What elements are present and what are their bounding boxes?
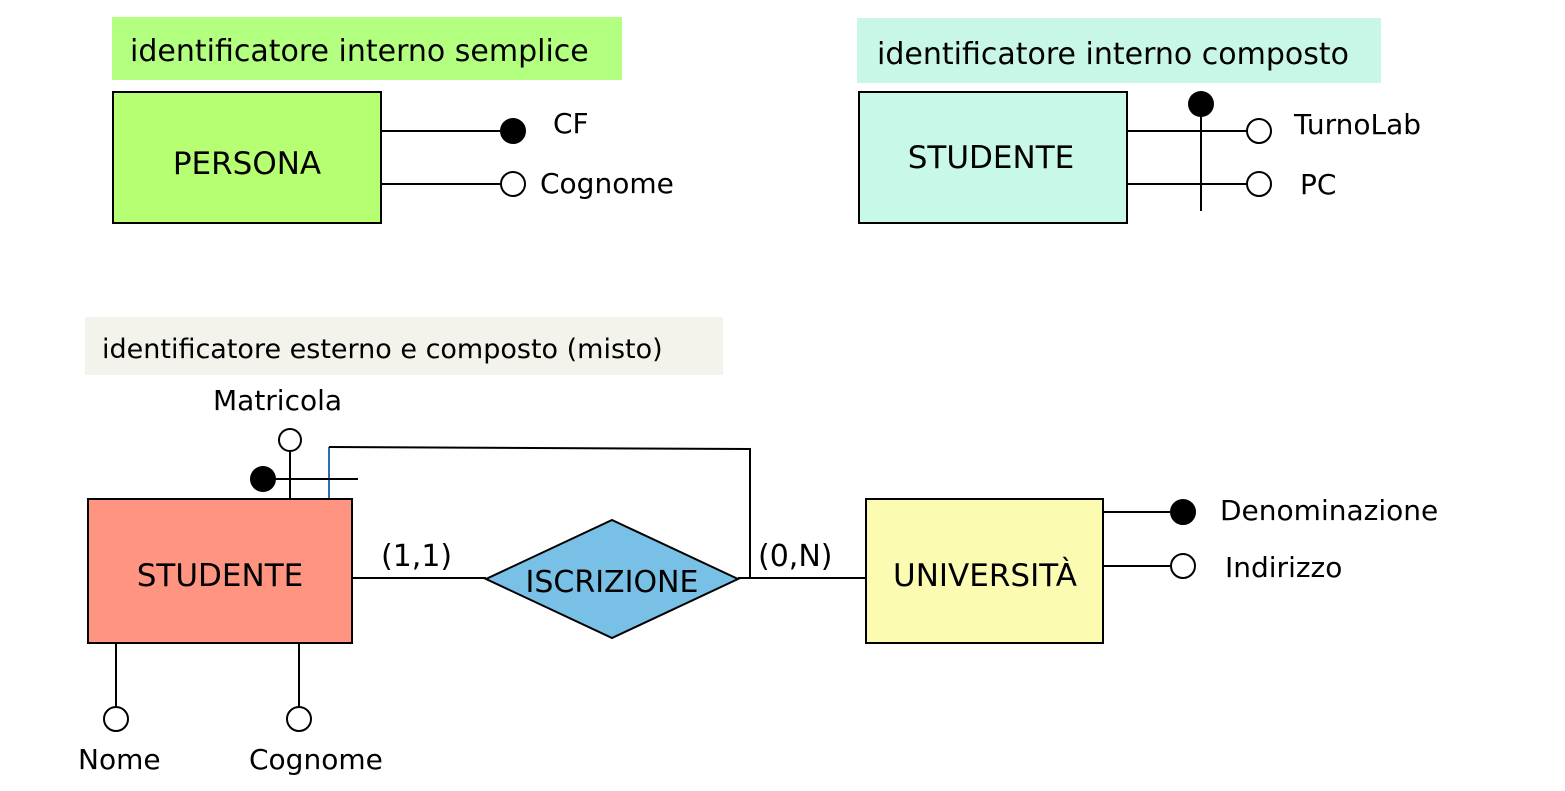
entity-persona	[112, 91, 382, 224]
attr-pc-label: PC	[1300, 168, 1336, 201]
entity-studente-composite-label: STUDENTE	[908, 140, 1074, 176]
attr-pc-dot	[1246, 171, 1272, 197]
attr-cognome-label: Cognome	[540, 167, 674, 200]
caption-simple-bg	[112, 17, 622, 80]
attr-nome-label: Nome	[78, 743, 161, 776]
attr-denominazione-identifier-dot	[1170, 499, 1196, 525]
relationship-iscrizione	[483, 518, 741, 640]
caption-mixed-bg	[85, 317, 723, 375]
entity-universita	[865, 498, 1104, 644]
attr-matricola-label: Matricola	[213, 384, 342, 417]
attr-indirizzo-dot	[1170, 553, 1196, 579]
attr-matricola-dot	[278, 428, 302, 452]
attr-cognome-dot	[500, 171, 526, 197]
mixed-identifier-dot	[250, 466, 276, 492]
attr-cognome2-dot	[286, 706, 312, 732]
caption-simple: identificatore interno semplice	[130, 34, 589, 69]
entity-studente-composite	[858, 91, 1128, 224]
caption-composite: identificatore interno composto	[877, 37, 1349, 72]
external-id-line	[328, 446, 751, 578]
composite-identifier-dot	[1188, 91, 1214, 117]
entity-universita-label: UNIVERSITÀ	[893, 558, 1077, 594]
cardinality-right: (0,N)	[758, 539, 832, 574]
entity-persona-label: PERSONA	[173, 146, 321, 182]
attr-cf-label: CF	[553, 107, 589, 140]
attr-turnolab-dot	[1246, 118, 1272, 144]
attr-denominazione-label: Denominazione	[1220, 494, 1438, 527]
attr-indirizzo-label: Indirizzo	[1225, 551, 1342, 584]
entity-studente-mixed-label: STUDENTE	[137, 558, 303, 594]
attr-cf-identifier-dot	[500, 118, 526, 144]
entity-studente-mixed	[87, 498, 353, 644]
caption-composite-bg	[857, 18, 1381, 83]
attr-cognome2-label: Cognome	[249, 743, 383, 776]
cardinality-left: (1,1)	[381, 539, 452, 574]
relationship-iscrizione-label: ISCRIZIONE	[526, 565, 699, 600]
caption-mixed: identificatore esterno e composto (misto…	[102, 334, 663, 365]
attr-turnolab-label: TurnoLab	[1293, 108, 1421, 141]
attr-nome-dot	[103, 706, 129, 732]
